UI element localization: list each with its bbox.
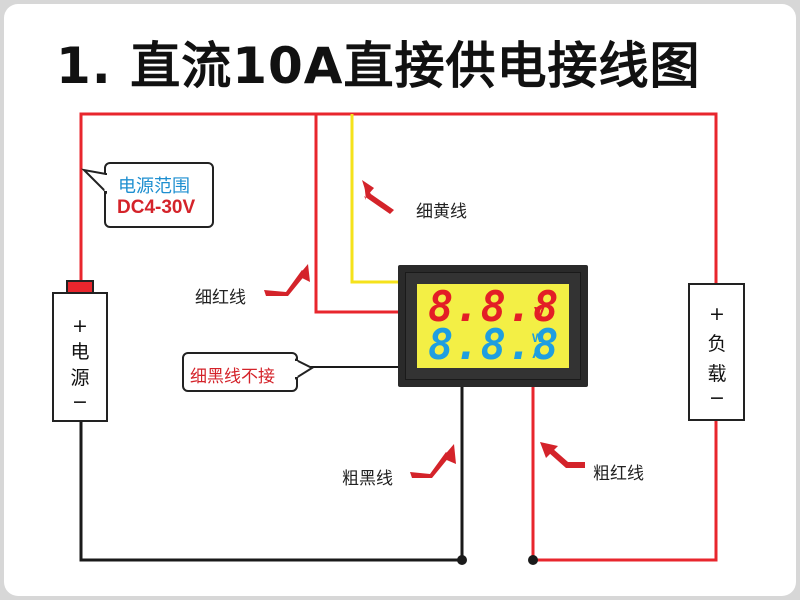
power-range-title: 电源范围 xyxy=(118,176,190,197)
current-unit-bottom: A xyxy=(532,345,543,362)
power-supply-plus: + xyxy=(72,315,88,337)
arrow-thick-black xyxy=(410,444,456,478)
thin-yellow-wire xyxy=(350,114,402,284)
thin-red-label: 细红线 xyxy=(195,288,246,308)
thin-yellow-label: 细黄线 xyxy=(416,202,467,222)
supply-red-wire xyxy=(79,112,718,285)
voltage-display: 8.8.8 xyxy=(428,282,560,331)
arrow-thick-red xyxy=(540,442,585,468)
current-display: 8.8.8 xyxy=(428,320,560,369)
load-plus: + xyxy=(709,303,725,325)
thick-red-label: 粗红线 xyxy=(593,464,644,484)
black-junction-dot xyxy=(457,555,467,565)
thin-black-callout xyxy=(182,352,298,392)
power-supply-terminal xyxy=(66,280,94,294)
load-label-1: 负 xyxy=(707,333,727,355)
thin-red-wire xyxy=(314,114,402,314)
current-unit-top: W xyxy=(532,331,544,345)
voltage-unit: V xyxy=(534,305,545,322)
power-range-value: DC4-30V xyxy=(117,197,196,218)
thin-black-callout-label: 细黑线不接 xyxy=(190,367,275,387)
power-supply-label-1: 电 xyxy=(70,341,90,363)
red-junction-dot xyxy=(528,555,538,565)
meter-screen xyxy=(417,284,569,368)
thick-black-label: 粗黑线 xyxy=(342,469,393,489)
diagram-title: 1. 直流10A直接供电接线图 xyxy=(56,37,701,95)
arrow-thin-red xyxy=(264,264,310,296)
load-minus: − xyxy=(709,387,725,409)
arrow-thin-yellow xyxy=(362,180,394,214)
power-supply-label-2: 源 xyxy=(70,367,90,389)
thick-red-wire xyxy=(531,385,718,562)
power-supply-minus: − xyxy=(72,391,88,413)
load xyxy=(688,283,745,421)
power-range-callout xyxy=(104,162,214,228)
load-label-2: 载 xyxy=(707,363,727,385)
thick-black-wire xyxy=(79,385,464,562)
